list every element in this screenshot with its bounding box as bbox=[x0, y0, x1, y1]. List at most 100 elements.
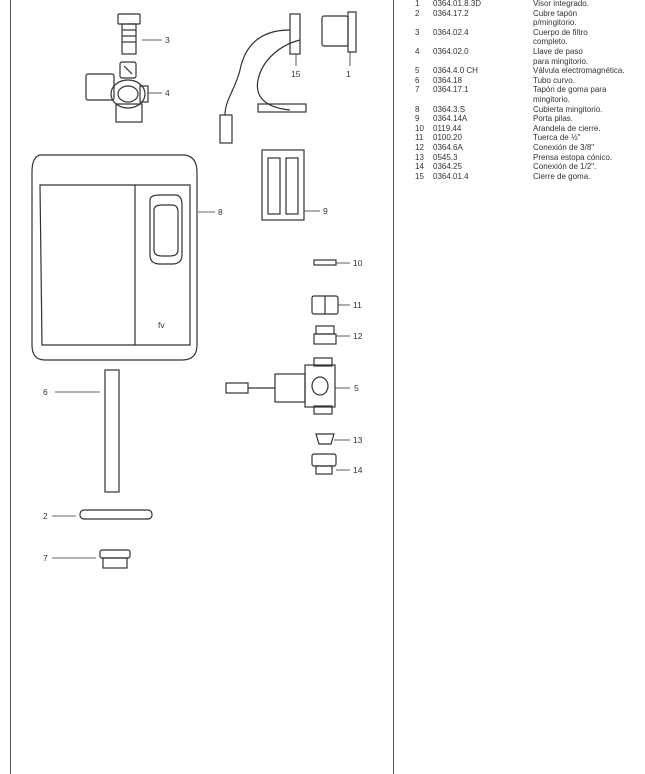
curved-tube-part bbox=[104, 369, 120, 493]
part-code: 0364.3.S bbox=[433, 104, 466, 114]
part-code: 0364.17.2 bbox=[433, 8, 469, 18]
part-description: Arandela de cierre. bbox=[533, 123, 601, 133]
connection-1-2-part bbox=[311, 453, 337, 475]
callout-8: 8 bbox=[218, 207, 223, 217]
part-number: 3 bbox=[415, 27, 420, 37]
part-code: 0364.14A bbox=[433, 114, 468, 124]
part-description: Tapón de goma para bbox=[533, 85, 607, 95]
callout-11: 11 bbox=[353, 300, 362, 310]
sensor-part bbox=[219, 11, 357, 144]
washer-part bbox=[313, 259, 337, 266]
part-number: 15 bbox=[415, 171, 424, 181]
part-code: 0364.18 bbox=[433, 75, 462, 85]
nut-part bbox=[311, 295, 339, 315]
parts-list-row: 6 0364.18 Tubo curvo. bbox=[412, 76, 642, 86]
part-code: 0364.6A bbox=[433, 142, 463, 152]
part-description: p/mingitorio. bbox=[533, 18, 577, 28]
part-code: 0364.4.0 CH bbox=[433, 66, 478, 76]
part-description: Visor integrado. bbox=[533, 0, 589, 8]
part-code: 0100.20 bbox=[433, 133, 462, 143]
exploded-diagram: fv 1 2 3 4 5 6 7 8 9 10 11 12 13 14 15 bbox=[31, 11, 363, 569]
part-description: Válvula electromagnética. bbox=[533, 66, 625, 76]
callout-15: 15 bbox=[291, 69, 301, 79]
callout-1: 1 bbox=[346, 69, 351, 79]
parts-list-row: 14 0364.25 Conexión de 1/2". bbox=[412, 162, 642, 172]
callout-14: 14 bbox=[353, 465, 363, 475]
part-number: 5 bbox=[415, 66, 420, 76]
callout-4: 4 bbox=[165, 88, 170, 98]
callout-12: 12 bbox=[353, 331, 363, 341]
parts-list-row: 8 0364.3.S Cubierta mingitorio. bbox=[412, 105, 642, 115]
part-code bbox=[433, 57, 533, 67]
part-code: 0364.02.4 bbox=[433, 27, 469, 37]
parts-list-row: 1 0364.01.8.3D Visor integrado. bbox=[412, 0, 642, 9]
part-number: 4 bbox=[415, 46, 420, 56]
callout-5: 5 bbox=[354, 383, 359, 393]
part-description: Llave de paso bbox=[533, 46, 583, 56]
part-description: Cubre tapón bbox=[533, 8, 578, 18]
part-number: 13 bbox=[415, 152, 424, 162]
part-number bbox=[412, 37, 433, 47]
callout-13: 13 bbox=[353, 435, 363, 445]
part-number: 7 bbox=[415, 85, 420, 95]
callout-2: 2 bbox=[43, 511, 48, 521]
part-number bbox=[412, 18, 433, 28]
parts-list-row: mingitorio. bbox=[412, 95, 642, 105]
part-description: Conexión de 1/2". bbox=[533, 162, 597, 172]
urinal-cap-cover-part bbox=[79, 509, 153, 520]
logo-mark: fv bbox=[158, 320, 165, 330]
left-border bbox=[10, 0, 11, 774]
parts-list-row: para mingitorio. bbox=[412, 57, 642, 67]
part-description: Cierre de goma. bbox=[533, 171, 591, 181]
callout-6: 6 bbox=[43, 387, 48, 397]
stop-valve-part bbox=[85, 61, 149, 123]
urinal-cover-part bbox=[31, 154, 198, 361]
callout-3: 3 bbox=[165, 35, 170, 45]
part-number: 9 bbox=[415, 114, 420, 124]
part-description: completo. bbox=[533, 37, 568, 47]
part-description: Cubierta mingitorio. bbox=[533, 104, 603, 114]
parts-list-row: 13 0545.3 Prensa estopa cónico. bbox=[412, 153, 642, 163]
parts-list-row: 5 0364.4.0 CH Válvula electromagnética. bbox=[412, 66, 642, 76]
parts-list-row: 10 0119.44 Arandela de cierre. bbox=[412, 124, 642, 134]
parts-list-row: completo. bbox=[412, 37, 642, 47]
part-code: 0364.17.1 bbox=[433, 85, 469, 95]
part-number: 14 bbox=[415, 162, 424, 172]
part-code: 0364.01.8.3D bbox=[433, 0, 482, 8]
part-description: Tubo curvo. bbox=[533, 75, 575, 85]
part-description: Prensa estopa cónico. bbox=[533, 152, 613, 162]
part-code: 0364.01.4 bbox=[433, 171, 469, 181]
part-number: 10 bbox=[415, 123, 424, 133]
part-description: Conexión de 3/8" bbox=[533, 142, 595, 152]
part-code: 0119.44 bbox=[433, 123, 462, 133]
part-number bbox=[412, 95, 433, 105]
part-number bbox=[412, 57, 433, 67]
part-number: 12 bbox=[415, 142, 424, 152]
parts-list-row: 12 0364.6A Conexión de 3/8" bbox=[412, 143, 642, 153]
part-description: Porta pilas. bbox=[533, 114, 574, 124]
parts-list-row: 15 0364.01.4 Cierre de goma. bbox=[412, 172, 642, 182]
part-description: mingitorio. bbox=[533, 94, 570, 104]
connection-3-8-part bbox=[313, 325, 337, 345]
battery-holder-part bbox=[261, 149, 305, 221]
part-code: 0545.3 bbox=[433, 152, 458, 162]
rubber-plug-part bbox=[99, 549, 131, 569]
parts-list-row: p/mingitorio. bbox=[412, 18, 642, 28]
parts-list-row: 2 0364.17.2 Cubre tapón bbox=[412, 9, 642, 19]
part-number: 8 bbox=[415, 104, 420, 114]
callout-labels: 1 2 3 4 5 6 7 8 9 10 11 12 13 14 15 bbox=[43, 35, 363, 563]
cone-packing-part bbox=[315, 433, 335, 445]
part-number: 2 bbox=[415, 8, 420, 18]
part-code bbox=[433, 37, 533, 47]
parts-list-row: 9 0364.14A Porta pilas. bbox=[412, 114, 642, 124]
part-description: Tuerca de ½" bbox=[533, 133, 581, 143]
callout-7: 7 bbox=[43, 553, 48, 563]
part-code bbox=[433, 95, 533, 105]
part-number: 1 bbox=[415, 0, 420, 8]
part-number: 11 bbox=[415, 133, 424, 143]
part-code: 0364.25 bbox=[433, 162, 462, 172]
part-number: 6 bbox=[415, 75, 420, 85]
